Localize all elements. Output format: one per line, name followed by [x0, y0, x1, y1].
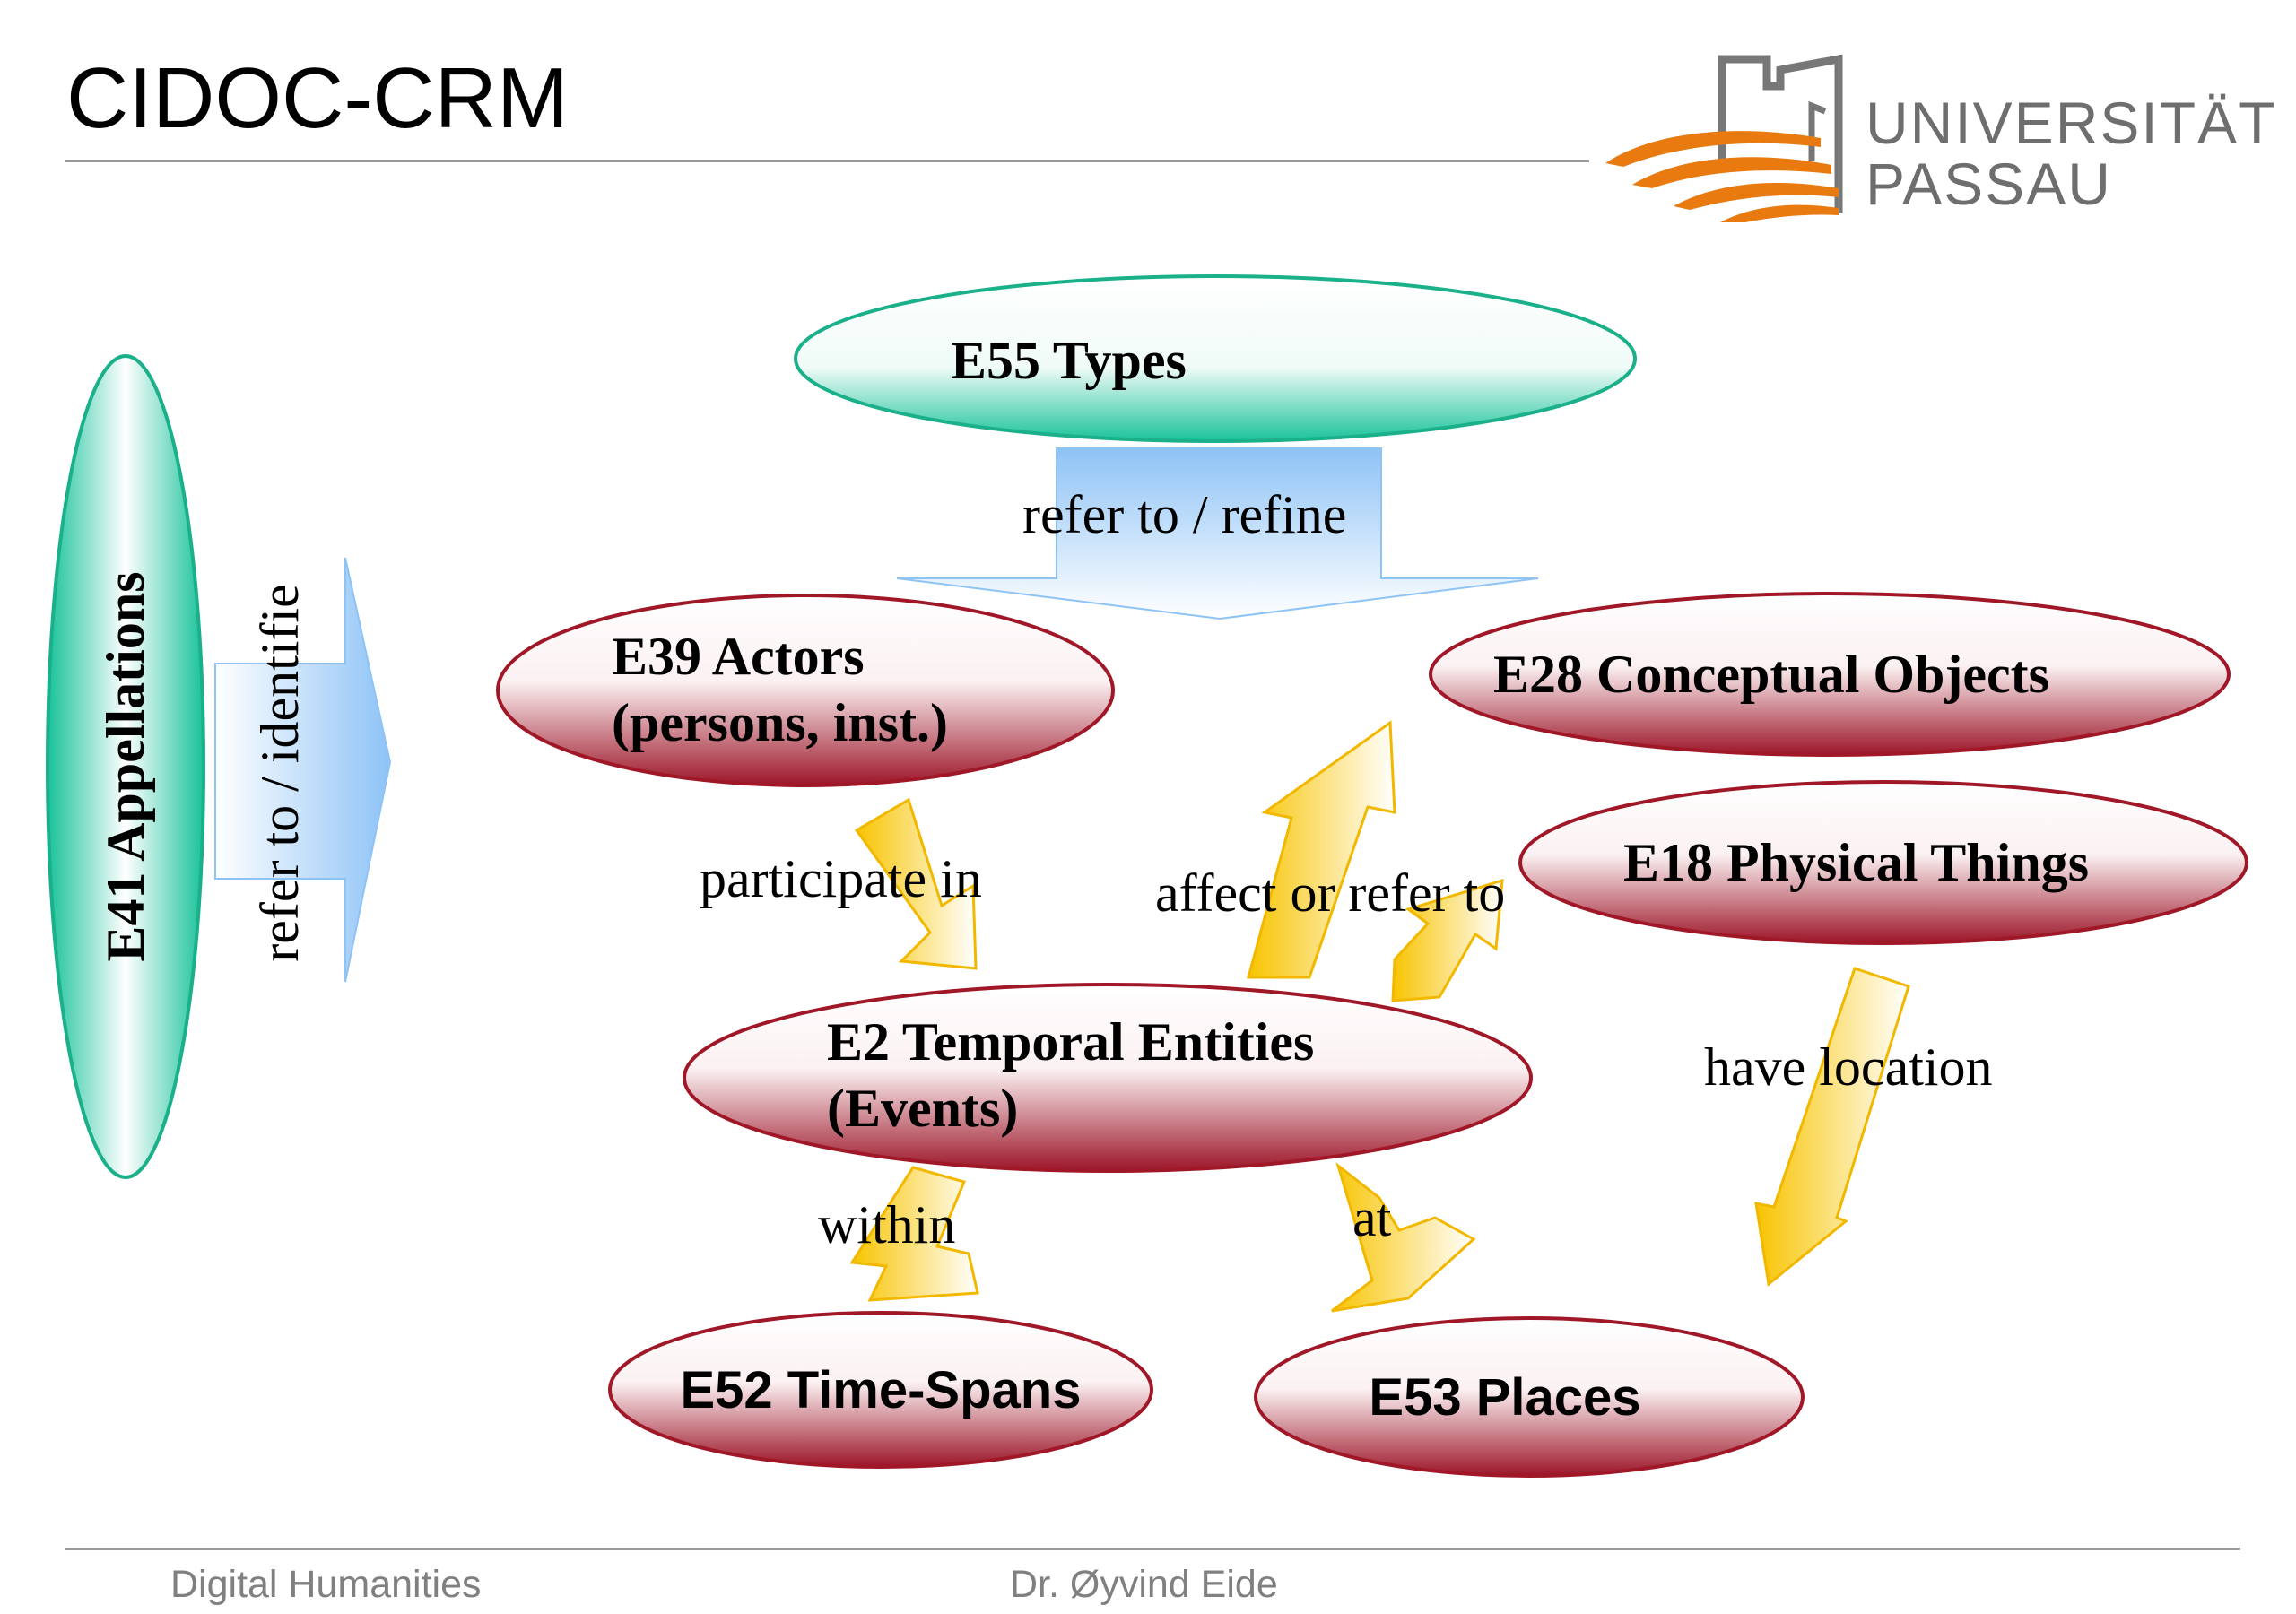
node-e53-label: E53 Places — [1369, 1368, 1640, 1427]
at-arrow — [1331, 1161, 1476, 1313]
node-e2-label-line2: (Events) — [827, 1079, 1018, 1138]
relation-arrows — [849, 720, 1910, 1313]
node-e53-places: E53 Places — [1254, 1316, 1805, 1478]
relation-have-location-label: have location — [1704, 1037, 1993, 1097]
affect-arrow-physical — [1391, 878, 1504, 1002]
node-e55-types: E55 Types — [794, 274, 1637, 443]
header-rule — [65, 160, 1589, 162]
relation-affect-label: affect or refer to — [1155, 863, 1505, 923]
node-e41-appellations: E41 Appellations — [46, 354, 205, 1179]
node-e39-actors: E39 Actors (persons, inst.) — [496, 594, 1115, 787]
university-logo-icon — [1605, 54, 1843, 222]
slide-title: CIDOC-CRM — [66, 50, 569, 146]
node-e18-label: E18 Physical Things — [1623, 833, 2089, 892]
node-e18-physical-things: E18 Physical Things — [1518, 780, 2248, 945]
footer-rule — [65, 1548, 2240, 1550]
node-e55-label: E55 Types — [951, 331, 1187, 390]
node-e2-label-line1: E2 Temporal Entities — [827, 1012, 1314, 1072]
participate-arrow — [854, 797, 978, 970]
relation-refer-refine-label: refer to / refine — [1022, 485, 1346, 544]
node-e41-label: E41 Appellations — [96, 571, 155, 961]
node-e52-label: E52 Time-Spans — [680, 1361, 1081, 1419]
logo-text-line2: PASSAU — [1866, 151, 2112, 217]
relation-within-label: within — [818, 1195, 955, 1254]
affect-arrow-conceptual — [1247, 720, 1396, 979]
node-e39-label-line1: E39 Actors — [612, 627, 865, 686]
within-arrow — [849, 1166, 979, 1302]
relation-refer-identify-label: refer to / identifie — [250, 584, 309, 961]
node-e39-label-line2: (persons, inst.) — [612, 693, 948, 752]
node-e52-time-spans: E52 Time-Spans — [608, 1311, 1153, 1469]
have-location-arrow — [1754, 967, 1910, 1287]
node-e28-conceptual-objects: E28 Conceptual Objects — [1429, 592, 2231, 757]
node-e28-label: E28 Conceptual Objects — [1493, 645, 2049, 704]
node-e2-temporal-entities: E2 Temporal Entities (Events) — [683, 983, 1533, 1173]
footer-author: Dr. Øyvind Eide — [1010, 1563, 1278, 1606]
relation-at-label: at — [1352, 1188, 1392, 1247]
footer-course: Digital Humanities — [170, 1563, 482, 1606]
refer-refine-arrow — [896, 447, 1539, 620]
logo-text-line1: UNIVERSITÄT — [1866, 90, 2277, 156]
relation-participate-label: participate in — [700, 849, 982, 908]
refer-identify-arrow — [214, 557, 392, 983]
